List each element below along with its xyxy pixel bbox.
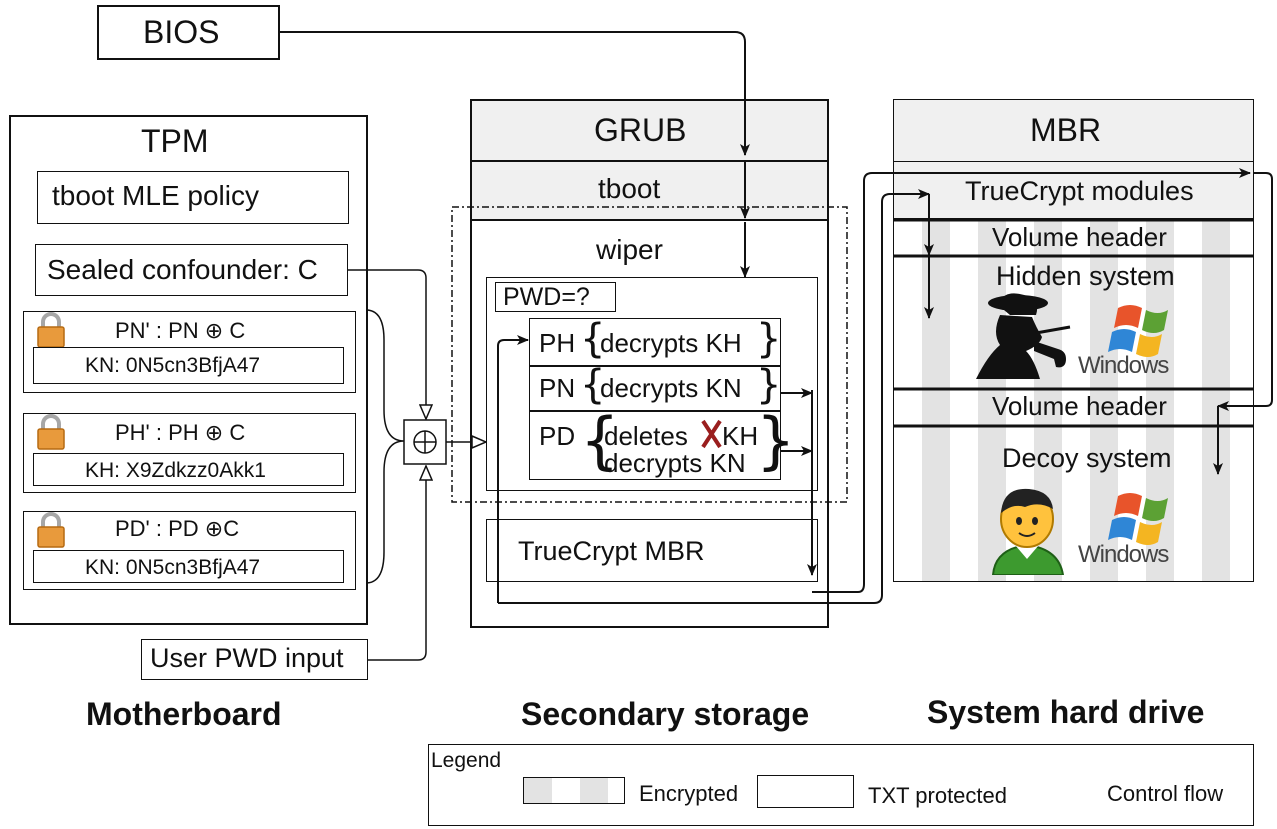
legend-encrypted-label: Encrypted — [639, 781, 739, 806]
section-secondary-storage: Secondary storage — [521, 696, 810, 732]
tboot-label: tboot — [598, 173, 661, 204]
txt-protected-region — [451, 206, 848, 503]
wire-bottom-loop — [498, 189, 930, 604]
sealed-entry-pd-key: KN: 0N5cn3BfjA47 — [85, 556, 261, 579]
wire-confounder-to-xor — [348, 269, 426, 419]
sealed-entry-pn-key-box — [33, 347, 344, 384]
decoy-system-label: Decoy system — [1002, 443, 1172, 473]
mbr-title: MBR — [1030, 112, 1102, 148]
mbr-header — [893, 99, 1254, 162]
legend-txt-label: TXT protected — [868, 783, 1007, 808]
brace-icon: { — [580, 316, 606, 362]
wiper-label: wiper — [596, 234, 663, 265]
tboot-box — [470, 160, 829, 221]
bios-label: BIOS — [143, 14, 220, 50]
section-system-hard-drive: System hard drive — [927, 694, 1205, 730]
rule-pd-key: PD — [539, 421, 576, 451]
wire-mbr-to-drive — [812, 168, 1251, 593]
lock-icon — [36, 512, 66, 553]
legend-encrypted-swatch — [523, 777, 625, 804]
rule-pd-action-1: deletes — [604, 421, 688, 451]
truecrypt-mbr-box — [486, 519, 818, 582]
volume-header-label-1: Volume header — [992, 222, 1167, 252]
rule-pd-action-2: decrypts KN — [604, 448, 746, 478]
tpm-title: TPM — [141, 123, 209, 159]
tboot-policy-label: tboot MLE policy — [52, 180, 259, 211]
sealed-confounder-label: Sealed confounder: C — [47, 254, 318, 285]
windows-wordmark-1: Windows — [1078, 352, 1169, 379]
user-pwd-input-label: User PWD input — [150, 643, 344, 673]
tboot-policy-box — [37, 171, 349, 224]
user-avatar-icon — [985, 483, 1070, 580]
legend-control-flow-label: Control flow — [1107, 781, 1224, 806]
grub-title: GRUB — [594, 112, 687, 148]
wire-ph-loop — [497, 335, 529, 603]
grub-header — [470, 99, 829, 162]
rule-pd-box — [529, 411, 781, 480]
brace-icon: } — [756, 404, 796, 477]
sealed-entry-pd-key-box — [33, 550, 344, 583]
brace-icon: { — [580, 362, 606, 408]
lock-icon — [36, 414, 66, 455]
lock-icon — [36, 312, 66, 353]
sealed-entry-ph-head: PH' : PH ⊕ C — [115, 420, 246, 445]
sealed-entry-pn-head: PN' : PN ⊕ C — [115, 318, 246, 343]
sealed-confounder-box — [35, 244, 348, 296]
pwd-prompt-box — [495, 282, 616, 312]
rule-pn-key: PN — [539, 373, 576, 403]
windows-wordmark-2: Windows — [1078, 541, 1169, 568]
sealed-entry-pn-key: KN: 0N5cn3BfjA47 — [85, 354, 261, 377]
sealed-entry-pd-head: PD' : PD ⊕C — [115, 516, 240, 541]
bios-box — [97, 5, 280, 60]
detective-icon — [970, 293, 1080, 386]
rule-ph-key: PH — [539, 328, 576, 358]
sealed-entry-ph-key-box — [33, 453, 344, 486]
windows-logo-icon — [1076, 302, 1186, 385]
truecrypt-modules-label: TrueCrypt modules — [965, 176, 1194, 206]
rule-pn-action: decrypts KN — [600, 373, 742, 403]
windows-logo-icon — [1076, 490, 1186, 573]
legend-title: Legend — [431, 749, 502, 772]
wire-userpwd-to-xor — [368, 466, 426, 661]
rule-pd-action-1-key: KH — [722, 421, 759, 451]
legend-txt-swatch — [757, 775, 854, 808]
user-pwd-input-box — [141, 639, 368, 680]
wire-modules-to-decoy-header — [1217, 172, 1273, 411]
brace-icon: } — [756, 362, 782, 408]
delete-cross-icon — [701, 419, 722, 449]
entries-bracket — [365, 309, 405, 584]
truecrypt-mbr-label: TrueCrypt MBR — [518, 536, 705, 566]
section-motherboard: Motherboard — [86, 696, 282, 732]
rule-ph-box — [529, 318, 781, 366]
brace-icon: { — [580, 404, 620, 477]
truecrypt-modules-box — [893, 161, 1254, 219]
volume-header-label-2: Volume header — [992, 391, 1167, 421]
hidden-system-label: Hidden system — [996, 261, 1175, 291]
rule-pn-box — [529, 366, 781, 411]
wire-bios-to-grub — [280, 31, 750, 156]
rule-ph-action: decrypts KH — [600, 328, 742, 358]
brace-icon: } — [756, 316, 782, 362]
sealed-entry-ph-key: KH: X9Zdkzz0Akk1 — [85, 459, 266, 482]
pwd-prompt-label: PWD=? — [503, 283, 590, 311]
